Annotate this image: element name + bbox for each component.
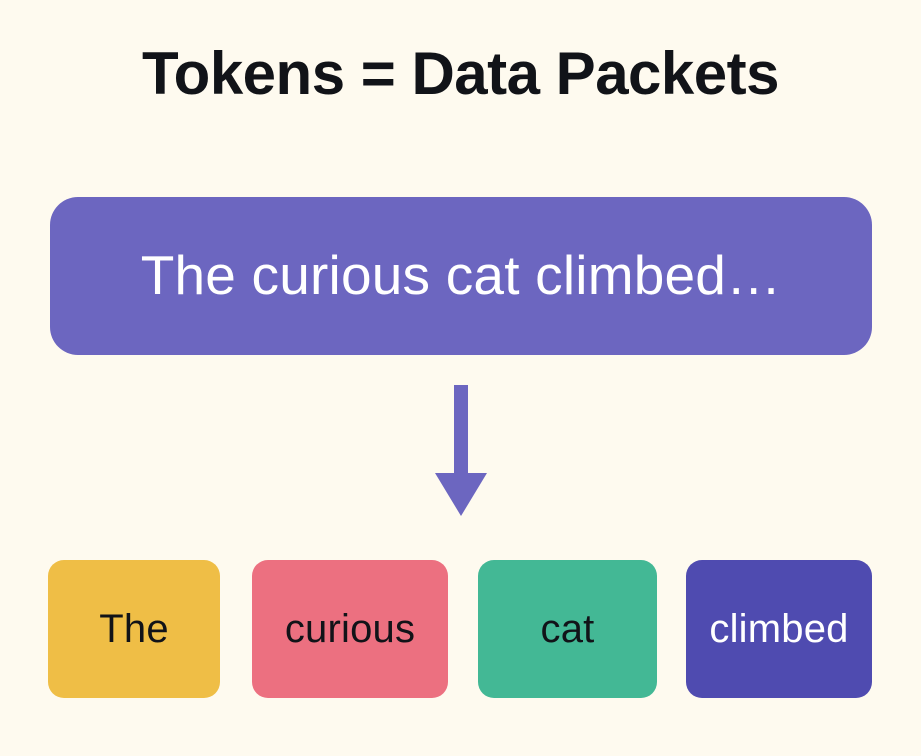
- token-chip-the[interactable]: The: [48, 560, 220, 698]
- down-arrow-shape: [435, 385, 487, 516]
- page-title: Tokens = Data Packets: [141, 40, 780, 107]
- input-sentence-text: The curious cat climbed…: [140, 244, 782, 307]
- token-list: The curious cat climbed: [48, 560, 872, 698]
- token-label: climbed: [709, 607, 849, 651]
- token-chip-cat[interactable]: cat: [478, 560, 657, 698]
- token-chip-curious[interactable]: curious: [252, 560, 448, 698]
- down-arrow-icon: [430, 385, 492, 520]
- input-sentence-banner: The curious cat climbed…: [50, 197, 872, 355]
- token-label: cat: [540, 607, 595, 651]
- token-label: The: [99, 607, 169, 651]
- token-label: curious: [284, 607, 416, 651]
- token-chip-climbed[interactable]: climbed: [686, 560, 872, 698]
